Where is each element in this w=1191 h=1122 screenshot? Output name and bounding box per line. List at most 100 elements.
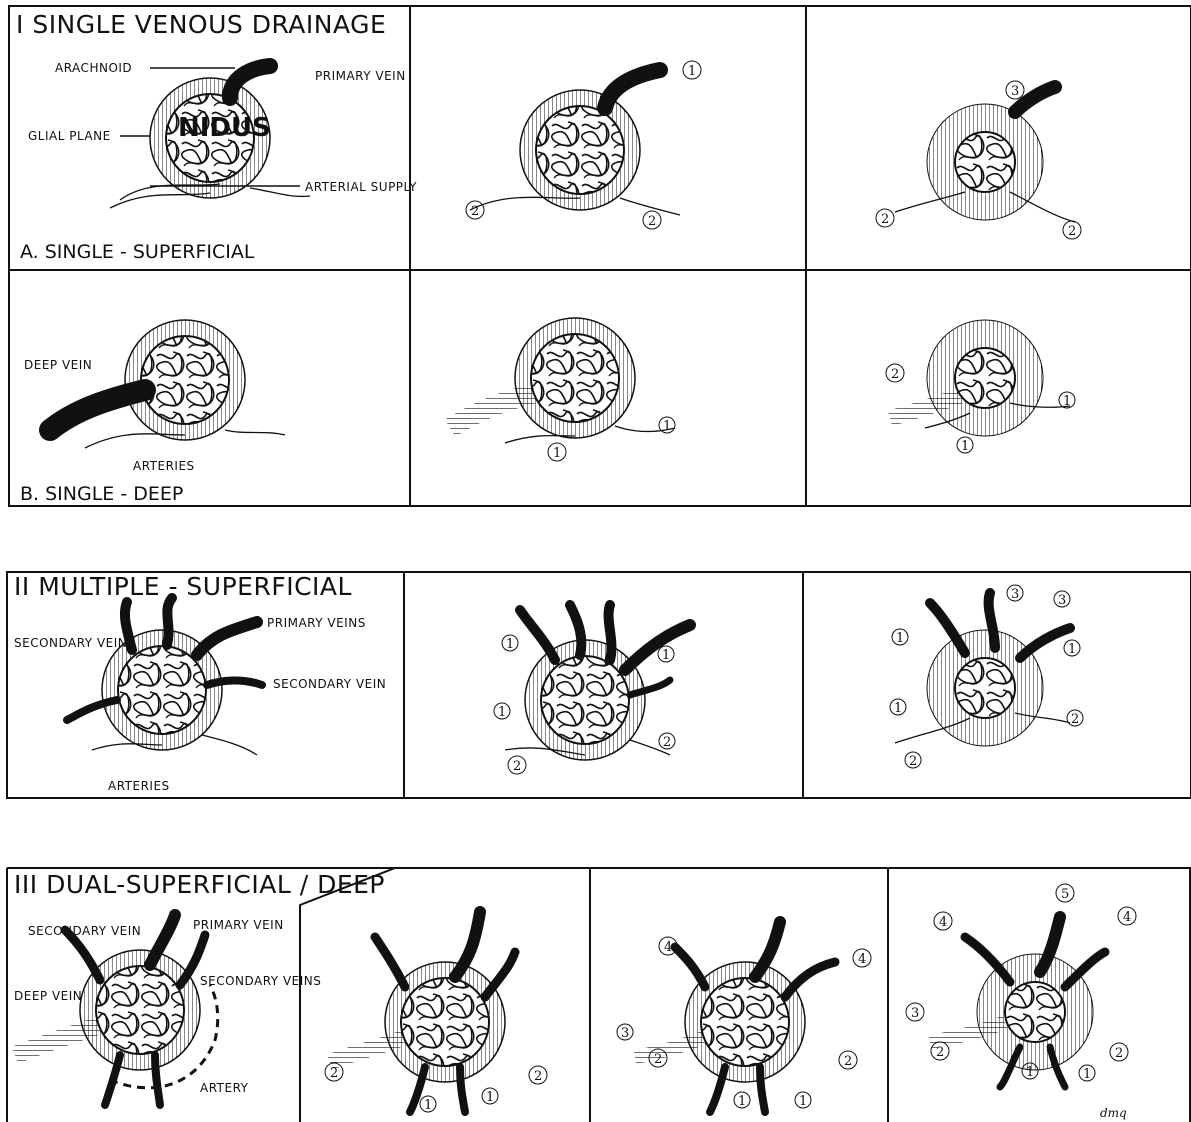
svg-text:2: 2	[1071, 712, 1079, 727]
svg-text:2: 2	[513, 759, 521, 774]
step-number: 3	[1054, 591, 1070, 608]
svg-text:2: 2	[909, 754, 917, 769]
step-number: 3	[1006, 81, 1024, 99]
step-number: 2	[529, 1066, 547, 1084]
step-number: 1	[482, 1088, 498, 1105]
svg-text:4: 4	[939, 915, 947, 930]
avm-drawing-step	[450, 318, 675, 443]
section-3-title: III DUAL-SUPERFICIAL / DEEP	[14, 870, 385, 899]
step-number: 2	[1063, 221, 1081, 239]
avm-drawing-step	[895, 87, 1075, 222]
avm-drawing-dual-superficial-deep	[15, 915, 218, 1105]
secondary-vein-left-label: SECONDARY VEIN	[14, 636, 127, 650]
step-number: 1	[1079, 1065, 1095, 1082]
artery-label: ARTERY	[200, 1081, 249, 1095]
step-number: 2	[508, 756, 526, 774]
step-number: 1	[659, 417, 675, 434]
avm-drawing-step	[890, 320, 1070, 436]
step-number: 2	[325, 1063, 343, 1081]
svg-text:3: 3	[621, 1026, 629, 1041]
row-b-label: B. SINGLE - DEEP	[20, 483, 183, 505]
svg-text:4: 4	[1123, 910, 1131, 925]
glial-plane-label: GLIAL PLANE	[28, 129, 111, 143]
section-single-venous-drainage: I SINGLE VENOUS DRAINAGE A. SINGLE - SUP…	[9, 6, 1191, 506]
secondary-vein-label: SECONDARY VEIN	[28, 924, 141, 938]
step-number: 2	[839, 1051, 857, 1069]
step-number: 2	[886, 364, 904, 382]
nidus-label: NIDUS	[178, 113, 271, 143]
avm-drawing-single-deep	[50, 320, 285, 448]
step-number: 3	[1007, 585, 1023, 602]
step-number: 1	[683, 61, 701, 79]
arachnoid-label: ARACHNOID	[55, 61, 132, 75]
arterial-supply-label: ARTERIAL SUPPLY	[305, 180, 417, 194]
row-a-label: A. SINGLE - SUPERFICIAL	[20, 241, 255, 263]
svg-text:1: 1	[486, 1090, 494, 1105]
svg-text:3: 3	[1058, 593, 1066, 608]
step-number: 1	[892, 629, 908, 646]
section-dual-superficial-deep: III DUAL-SUPERFICIAL / DEEP SECONDARY VE…	[7, 868, 1191, 1122]
step-number: 4	[934, 912, 952, 930]
step-number: 2	[876, 209, 894, 227]
step-number: 2	[1067, 710, 1083, 727]
svg-text:2: 2	[471, 204, 479, 219]
svg-text:3: 3	[1011, 84, 1019, 99]
svg-text:4: 4	[664, 940, 672, 955]
secondary-vein-right-label: SECONDARY VEIN	[273, 677, 386, 691]
svg-text:1: 1	[896, 631, 904, 646]
avm-drawing-step	[330, 912, 515, 1112]
svg-text:2: 2	[663, 735, 671, 750]
svg-text:1: 1	[894, 701, 902, 716]
step-number: 1	[734, 1092, 750, 1109]
step-number: 2	[931, 1042, 949, 1060]
svg-text:2: 2	[534, 1069, 542, 1084]
step-number: 1	[957, 437, 973, 454]
step-number: 1	[658, 646, 674, 663]
svg-text:1: 1	[424, 1098, 432, 1113]
secondary-veins-label: SECONDARY VEINS	[200, 974, 321, 988]
primary-vein-label: PRIMARY VEIN	[193, 918, 284, 932]
step-number: 2	[659, 733, 675, 750]
step-number: 1	[795, 1092, 811, 1109]
step-number: 2	[643, 211, 661, 229]
primary-veins-label: PRIMARY VEINS	[267, 616, 366, 630]
step-number: 1	[494, 703, 510, 720]
svg-text:2: 2	[891, 367, 899, 382]
step-number: 5	[1056, 884, 1074, 902]
svg-text:3: 3	[911, 1006, 919, 1021]
svg-text:2: 2	[844, 1054, 852, 1069]
svg-text:2: 2	[648, 214, 656, 229]
step-number: 1	[420, 1096, 436, 1113]
svg-text:5: 5	[1061, 887, 1069, 902]
svg-text:2: 2	[1068, 224, 1076, 239]
step-number: 2	[905, 752, 921, 769]
deep-vein-label: DEEP VEIN	[24, 358, 92, 372]
svg-text:1: 1	[506, 637, 514, 652]
step-number: 4	[853, 949, 871, 967]
step-number: 1	[890, 699, 906, 716]
svg-text:2: 2	[330, 1066, 338, 1081]
svg-text:1: 1	[688, 64, 696, 79]
step-number: 1	[1064, 640, 1080, 657]
svg-text:3: 3	[1011, 587, 1019, 602]
svg-text:4: 4	[858, 952, 866, 967]
section-2-title: II MULTIPLE - SUPERFICIAL	[14, 572, 352, 601]
avm-drawing-step	[895, 593, 1070, 746]
svg-text:1: 1	[961, 439, 969, 454]
step-number: 1	[502, 635, 518, 652]
svg-text:1: 1	[799, 1094, 807, 1109]
svg-text:1: 1	[498, 705, 506, 720]
step-number: 1	[1022, 1063, 1038, 1080]
svg-text:1: 1	[1068, 642, 1076, 657]
step-number: 3	[617, 1024, 633, 1041]
step-number: 2	[466, 201, 484, 219]
section-1-title: I SINGLE VENOUS DRAINAGE	[16, 10, 386, 39]
svg-text:1: 1	[1083, 1067, 1091, 1082]
svg-text:2: 2	[936, 1045, 944, 1060]
step-number: 1	[548, 443, 566, 461]
svg-text:2: 2	[1115, 1046, 1123, 1061]
svg-text:2: 2	[654, 1052, 662, 1067]
step-number: 2	[1110, 1043, 1128, 1061]
arteries-label: ARTERIES	[133, 459, 195, 473]
